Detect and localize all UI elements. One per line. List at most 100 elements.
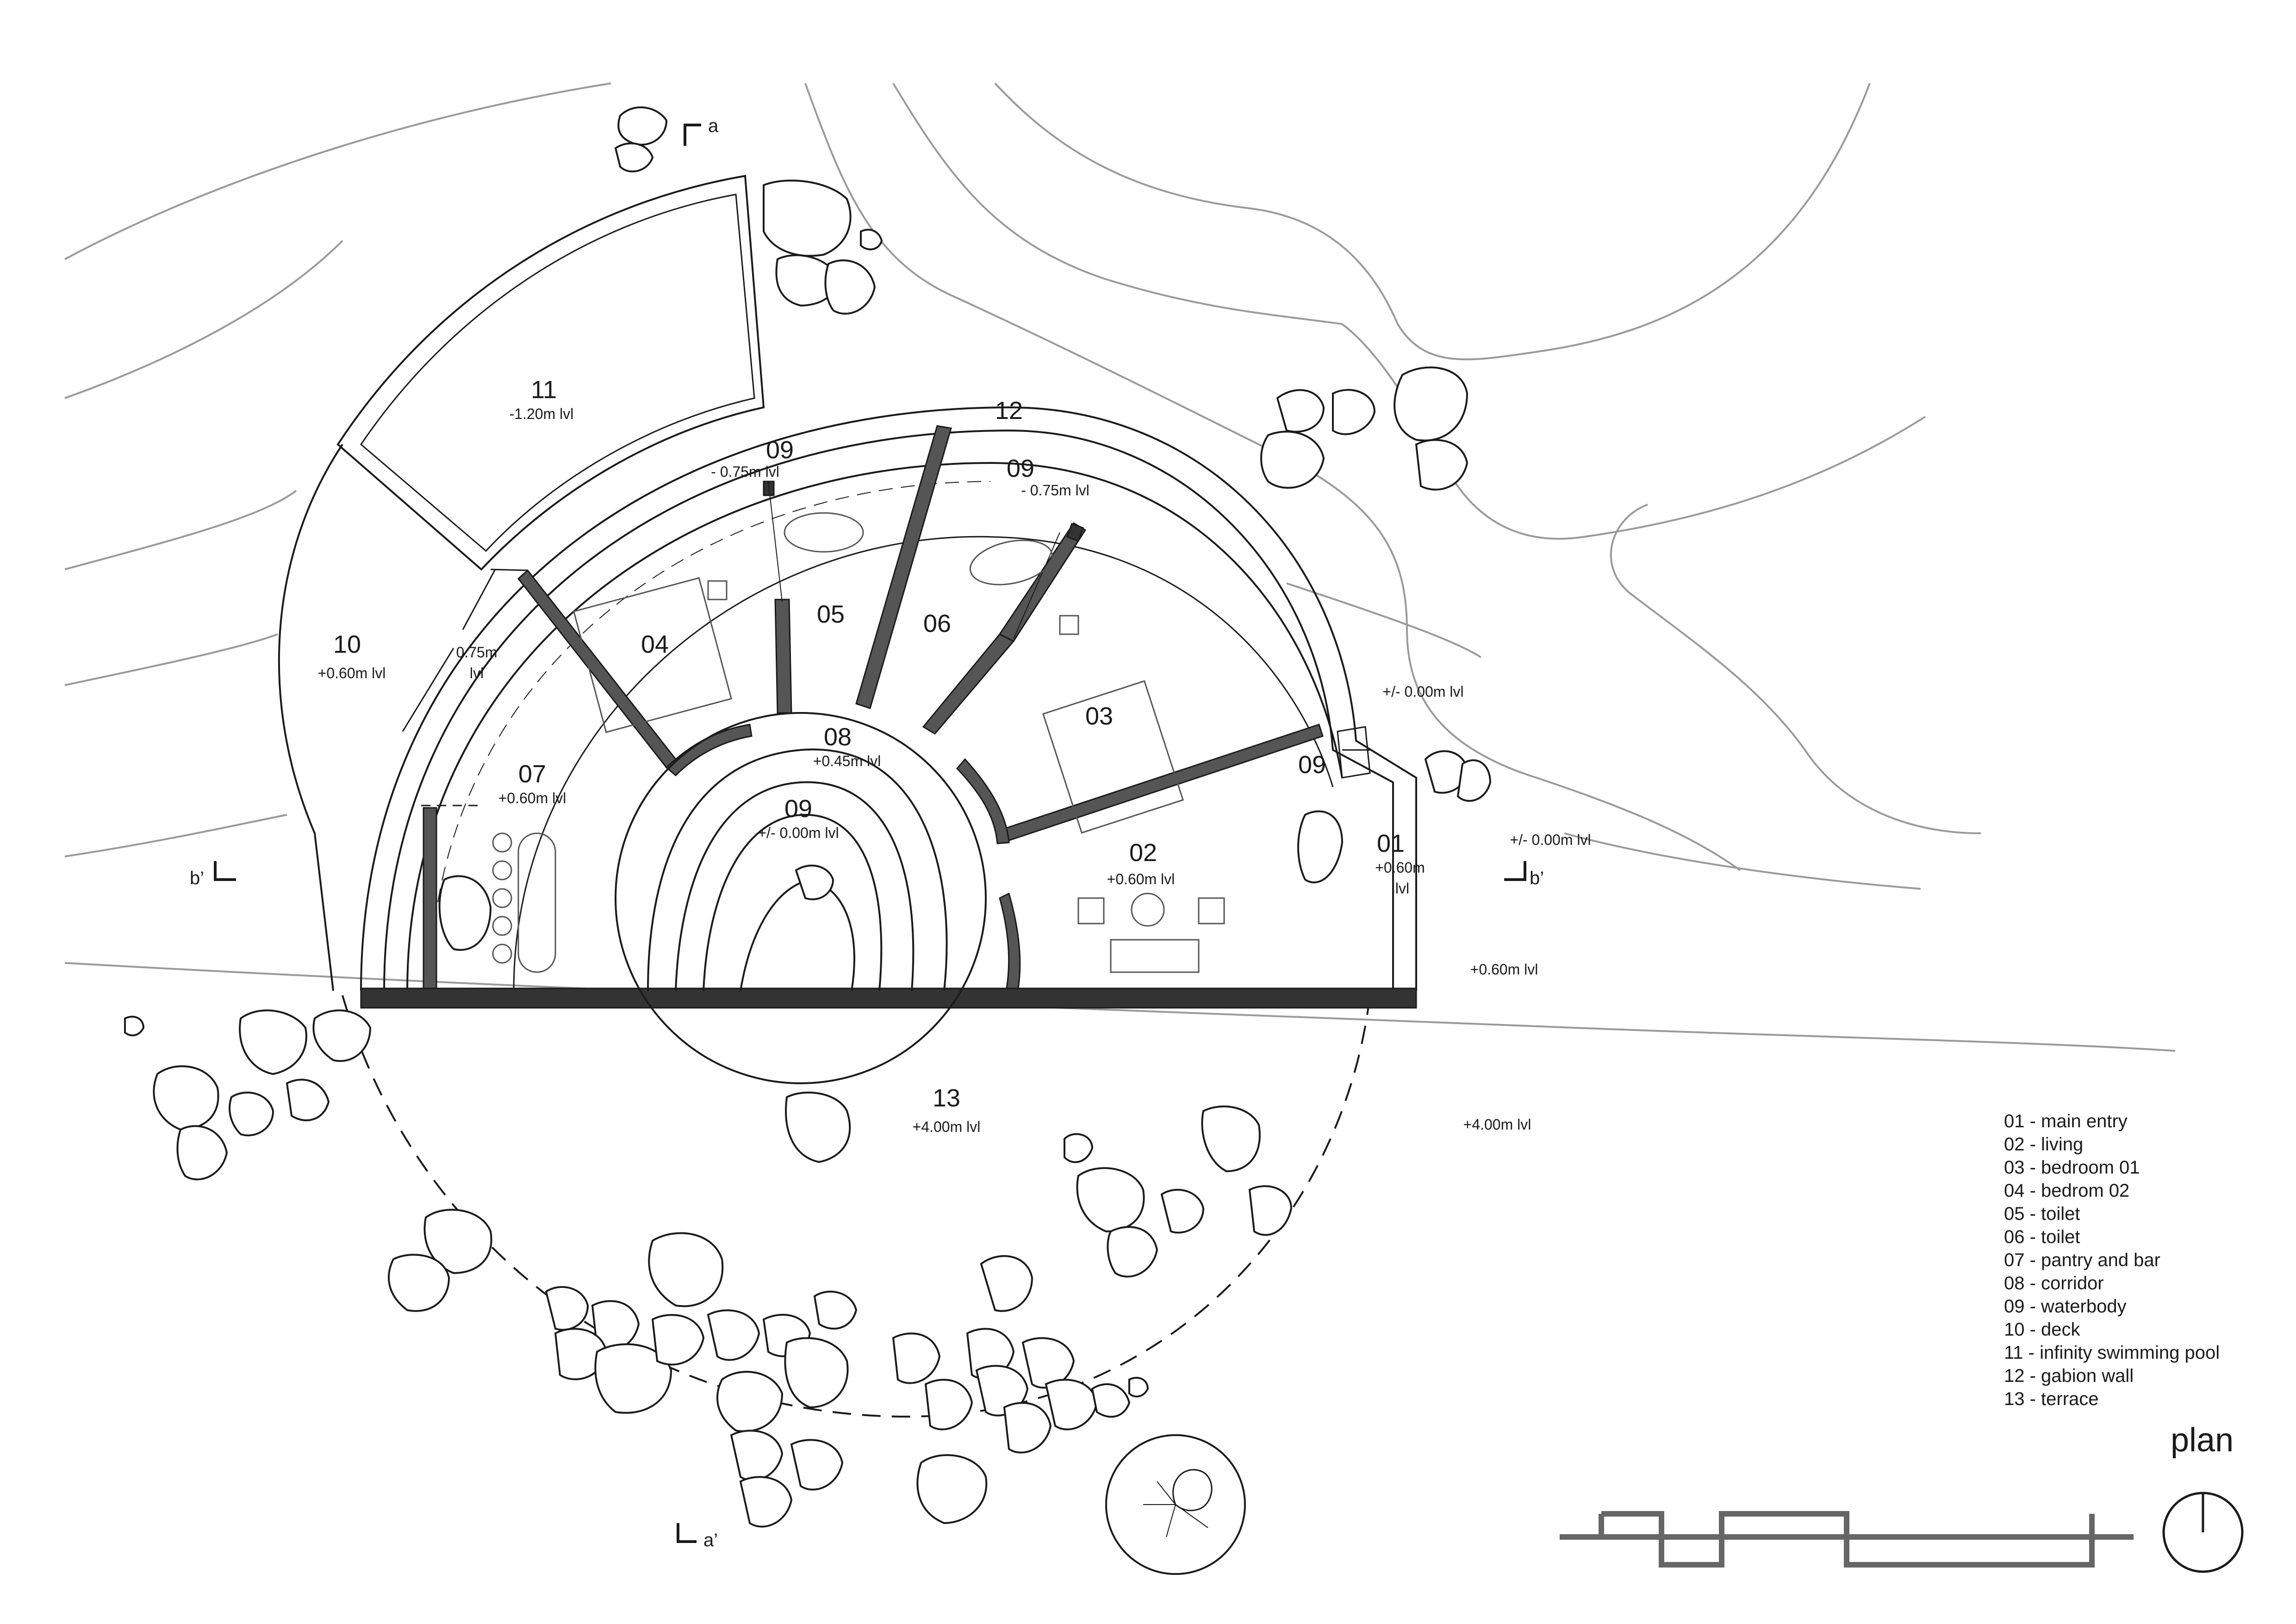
rock	[1297, 810, 1344, 883]
contour-line	[64, 240, 343, 399]
rock	[1394, 366, 1468, 442]
legend-item: 12 - gabion wall	[2004, 1366, 2134, 1386]
section-a-label: a	[708, 116, 719, 136]
room-11-number: 11	[531, 376, 557, 404]
legend-item: 02 - living	[2004, 1134, 2083, 1155]
legend-item: 06 - toilet	[2004, 1227, 2080, 1247]
rock	[1128, 1377, 1149, 1398]
rock	[651, 1314, 705, 1366]
level-right-zero-top: +/- 0.00m lvl	[1382, 683, 1463, 700]
wall-04-arc	[665, 724, 753, 777]
section-a-prime-marker	[677, 1523, 697, 1543]
rocks	[124, 106, 1492, 1528]
contour-line	[1286, 582, 1482, 658]
level-right-4-00: +4.00m lvl	[1463, 1116, 1531, 1133]
contour-line	[1610, 504, 1981, 834]
room-06-number: 06	[923, 610, 951, 637]
inner-rings	[406, 462, 1343, 991]
legend-item: 03 - bedroom 01	[2004, 1157, 2140, 1178]
room-08-number: 08	[824, 723, 852, 751]
bed-04	[572, 577, 733, 733]
rock	[739, 1476, 793, 1528]
section-markers	[214, 124, 1526, 1543]
rock	[312, 1009, 372, 1062]
rock	[1201, 1106, 1261, 1173]
rock	[1260, 431, 1325, 489]
room-11-level: -1.20m lvl	[510, 406, 574, 422]
sofa	[1110, 939, 1200, 973]
room-05-number: 05	[817, 600, 845, 628]
contour-line	[64, 633, 278, 686]
rock	[1415, 439, 1468, 491]
rock	[617, 106, 668, 146]
room-01-number: 01	[1377, 830, 1405, 857]
room-08-level: +0.45m lvl	[813, 753, 881, 769]
legend-item: 13 - terrace	[2004, 1389, 2099, 1409]
room-09-top-left-number: 09	[766, 436, 794, 464]
contour-line	[1564, 832, 1921, 890]
room-09-center-number: 09	[784, 795, 812, 823]
level-0-75-lvl: lvl	[470, 665, 484, 681]
bed-03	[1042, 680, 1184, 834]
rock	[1076, 1167, 1145, 1233]
legend: 01 - main entry 02 - living 03 - bedroom…	[2004, 1111, 2220, 1409]
rock	[1045, 1379, 1098, 1430]
rock	[648, 1232, 724, 1307]
terrace-dashed-circle	[342, 995, 1371, 1418]
rock	[730, 1430, 784, 1481]
bathtub-06	[969, 539, 1053, 586]
room-07-level: +0.60m lvl	[498, 790, 566, 806]
room-13-number: 13	[933, 1084, 960, 1112]
rock	[1107, 1226, 1158, 1278]
legend-item: 11 - infinity swimming pool	[2004, 1343, 2220, 1363]
north-arrow-icon	[2162, 1492, 2244, 1573]
rock	[153, 1065, 219, 1131]
level-right-0-60: +0.60m lvl	[1470, 961, 1538, 978]
rock	[892, 1332, 941, 1384]
bathtub-05	[784, 512, 864, 553]
rock	[795, 864, 834, 900]
rock	[860, 229, 883, 250]
room-10-level: +0.60m lvl	[318, 665, 386, 681]
rock	[286, 1079, 330, 1121]
level-0-75: 0.75m	[456, 644, 498, 661]
wall-07	[423, 807, 437, 989]
contour-line	[64, 82, 611, 260]
rock	[229, 1092, 274, 1137]
rock	[790, 1439, 844, 1491]
room-10-number: 10	[333, 631, 361, 658]
rock	[716, 1371, 784, 1432]
room-04-number: 04	[641, 631, 669, 658]
section-b-prime-label: b’	[1530, 868, 1544, 888]
section-a-prime-label: a’	[703, 1530, 718, 1550]
pillar-09-right	[1066, 523, 1084, 542]
room-09-top-left-level: - 0.75m lvl	[711, 463, 779, 480]
rock	[1160, 1189, 1205, 1234]
level-right-zero-mid: +/- 0.00m lvl	[1510, 831, 1591, 848]
interior-lines	[402, 481, 1371, 806]
legend-item: 08 - corridor	[2004, 1273, 2104, 1293]
tree-icon	[1105, 1434, 1246, 1575]
section-b-prime-marker	[1504, 861, 1526, 881]
legend-item: 10 - deck	[2004, 1319, 2081, 1340]
room-07-number: 07	[518, 760, 546, 788]
rock	[707, 1309, 760, 1361]
rock	[438, 875, 492, 951]
rock	[784, 1337, 849, 1409]
contour-line	[64, 814, 287, 857]
coffee-table	[1131, 893, 1165, 927]
central-waterbody	[615, 712, 987, 1084]
rock	[1003, 1402, 1052, 1454]
room-12-number: 12	[995, 397, 1023, 425]
rock	[916, 1454, 988, 1524]
rock	[614, 142, 654, 173]
walls	[360, 425, 1417, 1009]
legend-item: 04 - bedrom 02	[2004, 1181, 2129, 1201]
contour-line	[64, 962, 2176, 1052]
legend-item: 01 - main entry	[2004, 1111, 2128, 1131]
furniture	[492, 512, 1225, 973]
contour-line	[892, 82, 1343, 325]
rock	[824, 259, 876, 315]
room-02-level: +0.60m lvl	[1107, 871, 1175, 887]
